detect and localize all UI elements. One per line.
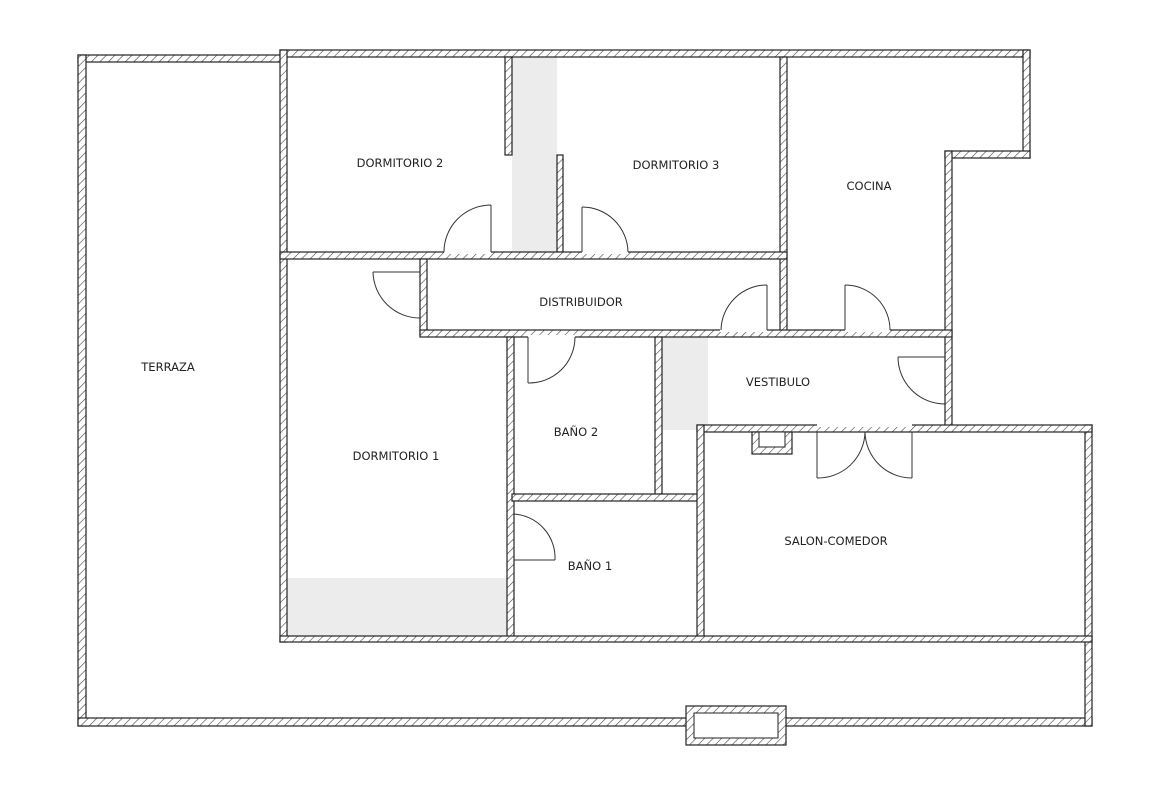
door-cocina [844, 284, 891, 332]
walls [77, 49, 1093, 746]
label-salon-comedor: SALON-COMEDOR [784, 534, 887, 548]
door-salon-comedor [816, 424, 913, 479]
wall [77, 717, 1093, 727]
door-distribuidor-cocina-side [720, 284, 768, 332]
wall [944, 150, 953, 433]
vestibulo-closet-shading [662, 337, 708, 430]
wall [279, 49, 288, 643]
wall [504, 56, 513, 156]
label-dormitorio-1: DORMITORIO 1 [353, 449, 440, 463]
wall [77, 54, 87, 727]
doors [372, 204, 946, 561]
wall [654, 336, 663, 498]
wall [419, 258, 428, 336]
corridor-closet-shading [512, 57, 557, 252]
door-bano-1 [513, 513, 556, 561]
door-bano-2 [527, 335, 576, 384]
wall [1022, 49, 1031, 159]
wall [77, 54, 287, 63]
wall [944, 150, 1031, 159]
label-bano-2: BAÑO 2 [554, 424, 598, 439]
door-dormitorio-2 [443, 204, 492, 254]
door-dormitorio-3 [581, 206, 629, 254]
wall [419, 329, 953, 338]
wall [511, 493, 703, 502]
wall [279, 635, 1093, 643]
wall [506, 336, 515, 641]
door-vestibulo [897, 356, 946, 405]
label-dormitorio-3: DORMITORIO 3 [633, 158, 720, 172]
room-labels: TERRAZA DORMITORIO 2 DORMITORIO 3 COCINA… [140, 156, 891, 573]
wall [279, 49, 1031, 58]
wall [779, 56, 788, 333]
label-cocina: COCINA [847, 179, 892, 193]
wall [279, 251, 788, 260]
label-distribuidor: DISTRIBUIDOR [539, 295, 623, 309]
wall [556, 154, 564, 253]
wall [1084, 424, 1093, 727]
door-dormitorio-1 [372, 271, 421, 319]
label-dormitorio-2: DORMITORIO 2 [357, 156, 444, 170]
label-bano-1: BAÑO 1 [568, 558, 612, 573]
shaded-areas [287, 57, 708, 636]
label-terraza: TERRAZA [140, 360, 195, 374]
wall [696, 424, 705, 641]
label-vestibulo: VESTIBULO [746, 375, 810, 389]
dormitorio-1-wardrobe-shading [287, 578, 507, 636]
